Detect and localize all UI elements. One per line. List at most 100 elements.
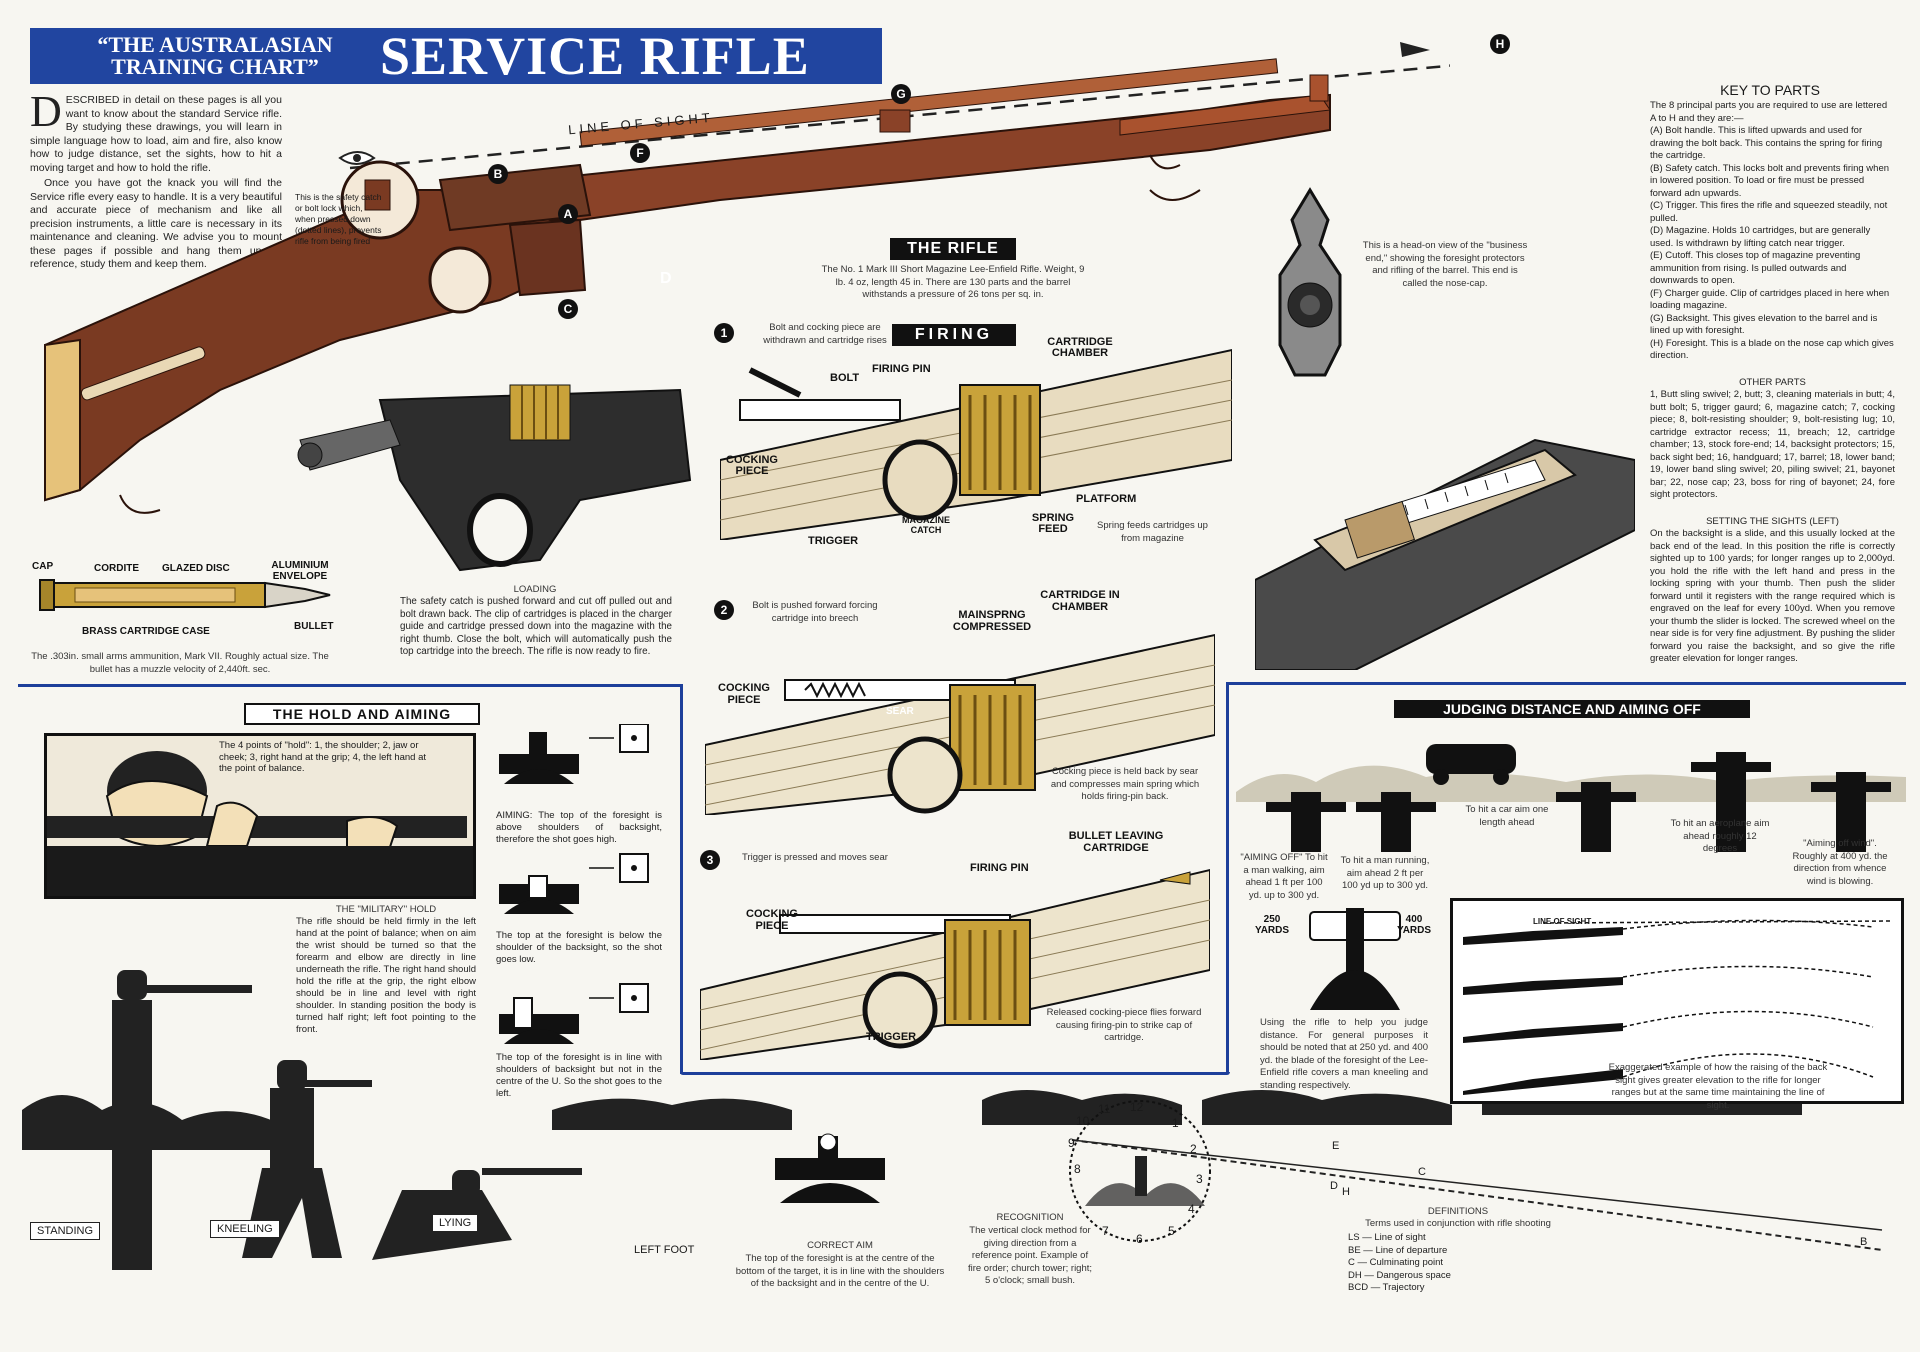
marker-c: C [558,299,578,319]
loading-text: The safety catch is pushed forward and c… [400,596,672,657]
label-bullet-leaving: BULLET LEAVING CARTRIDGE [1068,830,1164,854]
clock-2: 2 [1190,1142,1197,1156]
marker-h: H [1490,34,1510,54]
label-brass-case: BRASS CARTRIDGE CASE [82,626,210,637]
label-400-yards: 400 YARDS [1396,914,1432,936]
divider-frame-right [1226,684,1229,1074]
cartridge-caption: The .303in. small arms ammunition, Mark … [31,651,329,675]
key-item-g: (G) Backsight. This gives elevation to t… [1650,312,1878,337]
label-firing-pin-3: FIRING PIN [970,862,1029,874]
clock-12: 12 [1130,1100,1144,1114]
label-cocking-piece-2: COCKING PIECE [718,682,770,706]
label-trigger-3: TRIGGER [866,1031,917,1043]
definitions-intro: Terms used in conjunction with rifle sho… [1365,1218,1551,1229]
judging-landscape [1236,744,1906,852]
firing-step-1-note: Spring feeds cartridges up from magazine [1097,520,1208,544]
key-intro: The 8 principal parts you are required t… [1650,100,1888,124]
setting-sights-text: On the backsight is a slide, and this us… [1650,528,1895,664]
aim-left-text: The top of the foresight is in line with… [496,1052,662,1099]
definitions-heading: DEFINITIONS [1427,1206,1489,1217]
clock-8: 8 [1074,1162,1081,1176]
correct-aim-heading: CORRECT AIM [807,1240,873,1251]
judging-aircraft-text: To hit an aeroplane aim ahead roughly 12… [1670,818,1770,854]
firing-step-3-text: Trigger is pressed and moves sear [742,852,888,863]
label-250-yards: 250 YARDS [1254,914,1290,936]
intro-paragraph-2: Once you have got the knack you will fin… [30,177,282,270]
firing-step-1-number: 1 [714,323,734,343]
label-firing-pin-1: FIRING PIN [872,363,931,375]
clock-3: 3 [1196,1172,1203,1186]
clock-4: 4 [1188,1202,1195,1216]
military-hold-text: The rifle should be held firmly in the l… [296,916,476,1035]
label-trigger-1: TRIGGER [808,535,859,547]
firing-step-3-drawing [700,868,1210,1060]
definition-dh: DH — Dangerous space [1348,1269,1451,1281]
firing-step-3-number: 3 [700,850,720,870]
label-cocking-piece-1: COCKING PIECE [726,454,778,477]
label-glazed-disc: GLAZED DISC [162,563,230,574]
marker-g: G [891,84,911,104]
traj-letter-d: D [1330,1180,1338,1192]
firing-step-2-drawing [705,633,1215,815]
key-item-a: (A) Bolt handle. This is lifted upwards … [1650,125,1883,161]
definition-ls: LS — Line of sight [1348,1232,1426,1243]
key-item-h: (H) Foresight. This is a blade on the no… [1650,337,1894,362]
aim-high-text: AIMING: The top of the foresight is abov… [496,810,662,845]
clock-5: 5 [1168,1224,1175,1238]
marker-a: A [558,204,578,224]
muzzle-view-drawing [1278,187,1342,377]
divider-left [18,684,682,687]
other-parts-text: 1, Butt sling swivel; 2, butt; 3, cleani… [1650,389,1895,500]
firing-step-2-number: 2 [714,600,734,620]
setting-sights-heading: SETTING THE SIGHTS (LEFT) [1706,515,1839,527]
label-cap: CAP [32,561,54,572]
definitions-list: LS — Line of sight BE — Line of departur… [1348,1232,1548,1295]
aiming-diagrams [499,724,649,1044]
cartridge-drawing [39,579,331,611]
clock-10: 10 [1076,1114,1090,1128]
judging-run-text: To hit a man running, aim ahead 2 ft per… [1340,855,1430,891]
judging-walk-text: "AIMING OFF" To hit a man walking, aim a… [1240,852,1328,901]
label-platform: PLATFORM [1076,493,1137,505]
intro-paragraph-1: ESCRIBED in detail on these pages is all… [30,94,282,174]
label-cocking-piece-3: COCKING PIECE [746,908,798,932]
label-bolt: BOLT [830,372,860,384]
hold-points-text: The 4 points of "hold": 1, the shoulder;… [219,740,429,775]
firing-step-2-note: Cocking piece is held back by sear and c… [1050,766,1200,802]
sight-elevation-drawing [1463,919,1894,1095]
judging-car-text: To hit a car aim one length ahead [1465,804,1549,828]
key-to-parts-heading: KEY TO PARTS [1720,82,1820,98]
judging-using-text: Using the rifle to help you judge distan… [1260,1017,1428,1091]
clock-6: 6 [1136,1232,1143,1246]
label-aluminium: ALUMINIUM ENVELOPE [271,560,329,582]
key-item-c: (C) Trigger. This fires the rifle and sq… [1650,200,1888,224]
clock-9: 9 [1068,1136,1075,1150]
backsight-drawing [1255,438,1635,670]
firing-step-1-drawing [720,348,1232,540]
title-banner: “THE AUSTRALASIAN TRAINING CHART” SERVIC… [30,28,882,84]
aim-low-text: The top at the foresight is below the sh… [496,930,662,965]
label-sear: SEAR [886,706,914,717]
label-cartridge-in-chamber: CARTRIDGE IN CHAMBER [1040,589,1120,613]
exaggerated-text: Exaggerated example of how the raising o… [1608,1062,1828,1111]
recognition-clock [1069,1100,1211,1242]
key-item-b: (B) Safety catch. This locks bolt and pr… [1650,162,1890,199]
traj-letter-e: E [1332,1140,1340,1152]
recognition-heading: RECOGNITION [996,1212,1064,1223]
muzzle-text: This is a head-on view of the "business … [1362,240,1528,289]
clock-7: 7 [1102,1224,1109,1238]
marker-f: F [630,143,650,163]
firing-heading: FIRING [892,324,1016,346]
firing-step-2-text: Bolt is pushed forward forcing cartridge… [752,600,878,624]
other-parts-heading: OTHER PARTS [1739,376,1806,388]
definition-be: BE — Line of departure [1348,1244,1448,1256]
divider-frame-left [680,684,683,1074]
traj-letter-c: C [1418,1166,1426,1178]
correct-aim-drawing [775,1133,885,1203]
hold-aiming-heading: THE HOLD AND AIMING [244,703,480,725]
chart-subtitle: “THE AUSTRALASIAN TRAINING CHART” [97,32,333,79]
key-item-f: (F) Charger guide. Clip of cartridges pl… [1650,287,1890,312]
sight-elevation-box: LINE OF SIGHT [1450,898,1904,1104]
traj-letter-h: H [1342,1186,1350,1198]
